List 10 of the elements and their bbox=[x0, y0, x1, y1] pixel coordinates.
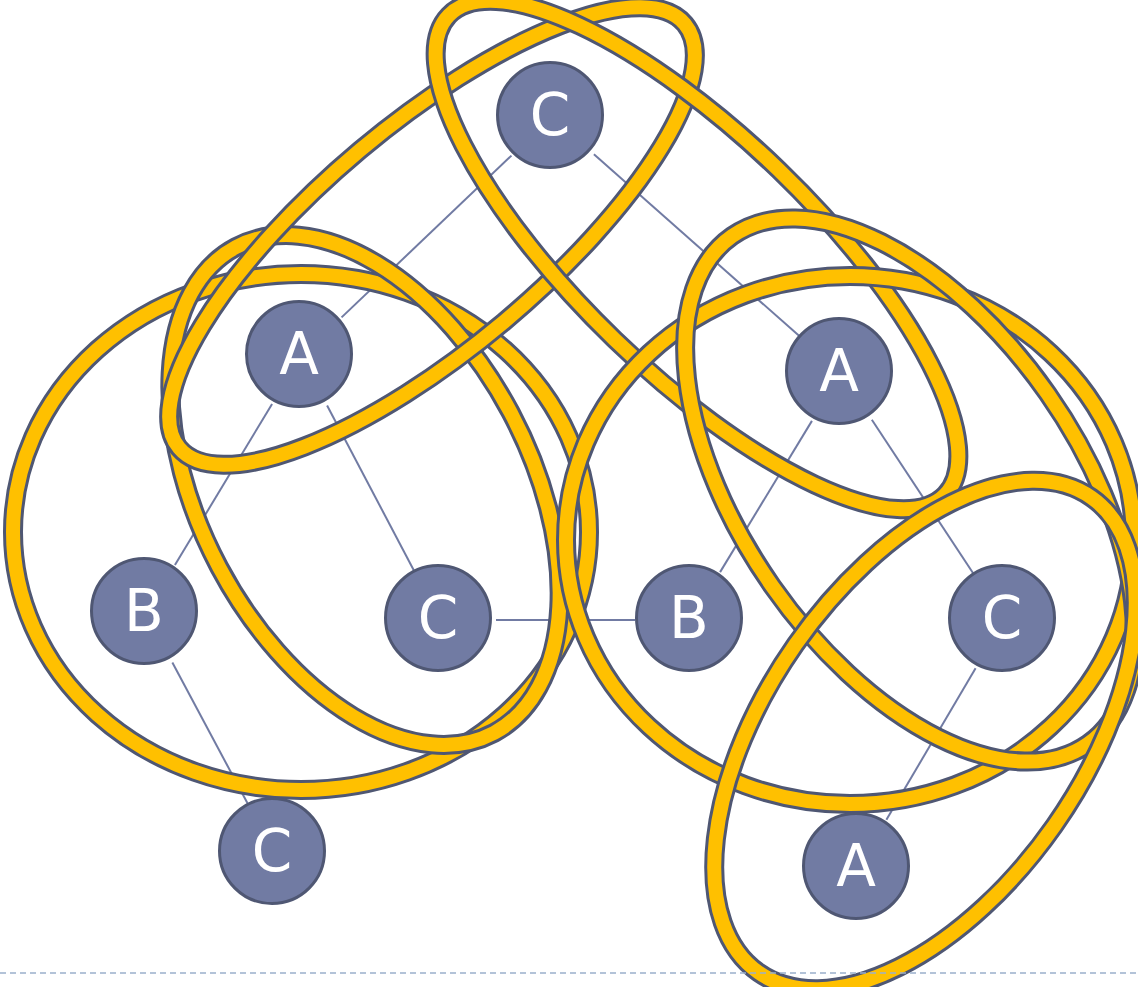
connector-line bbox=[326, 404, 415, 572]
vertex-label: A bbox=[836, 837, 876, 895]
vertex-label: C bbox=[251, 822, 293, 880]
vertex-label: A bbox=[279, 325, 319, 383]
vertex-label: C bbox=[529, 86, 571, 144]
vertex-label: A bbox=[819, 342, 859, 400]
vertex-label: B bbox=[124, 582, 164, 640]
vertex-label: B bbox=[669, 589, 709, 647]
vertex-label: C bbox=[417, 589, 459, 647]
vertex-label: C bbox=[981, 589, 1023, 647]
